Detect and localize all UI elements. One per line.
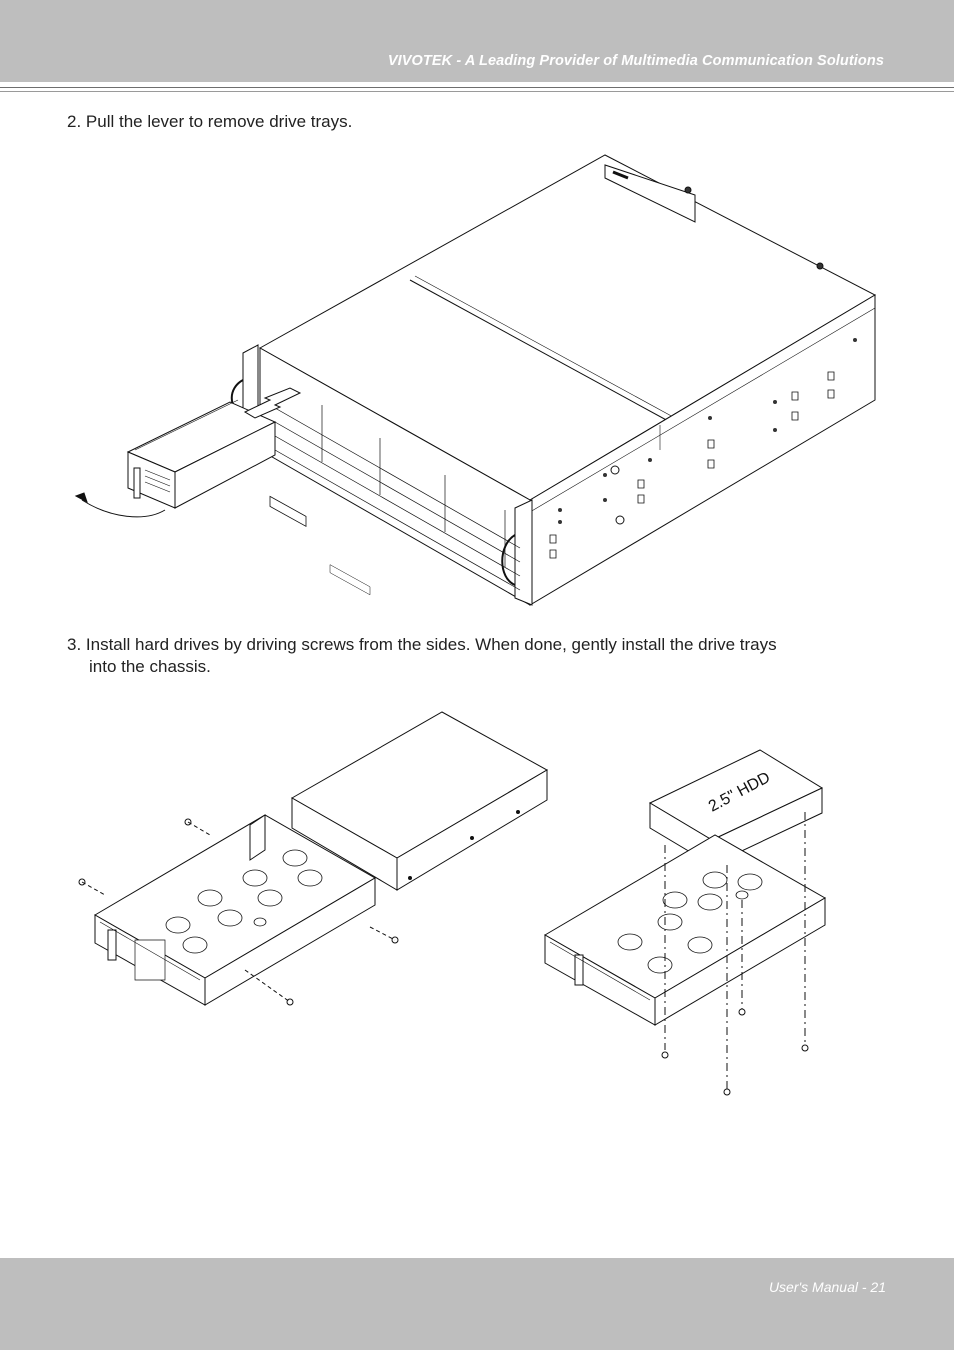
step-2-instruction: 2. Pull the lever to remove drive trays.: [67, 112, 353, 131]
page-number: User's Manual - 21: [768, 1279, 886, 1295]
right-rack-ear: [515, 500, 532, 605]
page-footer: User's Manual - 21: [0, 1258, 954, 1350]
pull-direction-arrow: [245, 388, 300, 418]
page-header: VIVOTEK - A Leading Provider of Multimed…: [0, 0, 954, 82]
header-divider: [0, 87, 954, 88]
step-3-line-2: into the chassis.: [89, 657, 211, 676]
step-3-instruction: 3. Install hard drives by driving screws…: [67, 634, 897, 678]
step-3-line-1: 3. Install hard drives by driving screws…: [67, 635, 777, 654]
removed-drive-tray: [128, 400, 275, 508]
drive-bay-grid: [275, 405, 520, 590]
hdd-installation-illustration: 2.5" HDD: [60, 700, 850, 1110]
tray-screws-left: [79, 819, 398, 1005]
header-divider-secondary: [0, 91, 954, 92]
hdd-3-5-inch: [292, 712, 547, 890]
right-drive-tray: [545, 835, 825, 1025]
left-drive-tray: [95, 815, 375, 1005]
lever-rotation-arrow: [82, 500, 165, 517]
chassis-tray-removal-illustration: [60, 150, 890, 610]
tray-screws-right: [662, 812, 808, 1095]
right-handle: [502, 535, 515, 585]
header-title: VIVOTEK - A Leading Provider of Multimed…: [387, 53, 884, 69]
